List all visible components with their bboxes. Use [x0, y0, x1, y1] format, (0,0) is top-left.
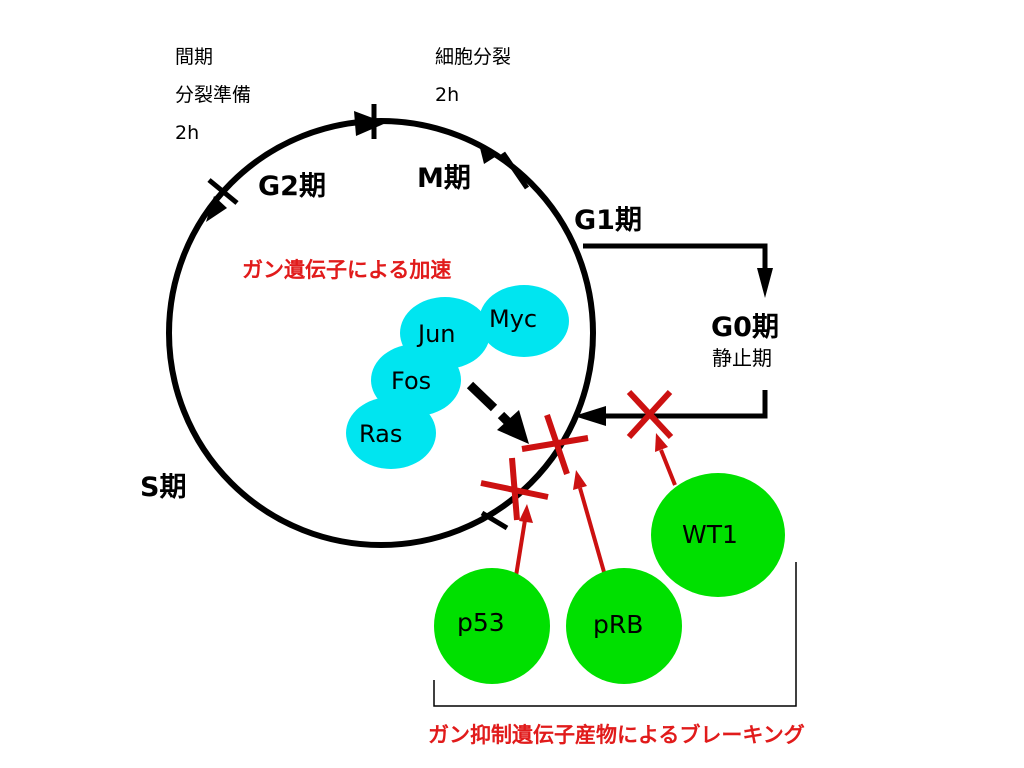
boundary-tick-s — [480, 510, 509, 531]
suppressor-bracket — [433, 562, 797, 707]
p53-arrow-line — [514, 519, 527, 577]
interphase-prep-label: 分裂準備 — [175, 84, 252, 106]
boundary-tick-g2 — [207, 178, 239, 205]
inhibit-x-center-b — [521, 435, 589, 452]
suppressor-circle-p53 — [434, 568, 550, 684]
suppressor-caption: ガン抑制遺伝子産物によるブレーキング — [428, 723, 805, 747]
phase-g0-label: G0期 — [711, 312, 779, 343]
oncogene-oval-ras — [346, 397, 436, 469]
phase-s-label: S期 — [140, 472, 187, 503]
oncogene-label-jun: Jun — [418, 320, 456, 348]
interphase-note: 間期 分裂準備 2h — [175, 38, 251, 152]
oncogene-oval-myc — [479, 285, 569, 357]
interphase-duration: 2h — [175, 122, 200, 144]
g0-return-line — [606, 390, 768, 419]
phase-m-label: M期 — [417, 163, 471, 194]
g0-exit-arrowhead — [757, 268, 773, 298]
oncogene-label-fos: Fos — [391, 367, 432, 395]
arrowhead-g2 — [206, 196, 227, 222]
oncogene-label-myc: Myc — [489, 305, 538, 333]
division-note: 細胞分裂 2h — [435, 38, 511, 114]
inhibit-x-right-b — [626, 389, 673, 440]
prb-arrowhead — [573, 470, 587, 490]
division-duration: 2h — [435, 84, 460, 106]
prb-arrow-line — [578, 487, 606, 573]
suppressor-label-p53: p53 — [457, 608, 505, 637]
arrowhead-top — [354, 111, 386, 136]
g0-exit-line — [583, 243, 768, 268]
p53-arrowhead — [519, 504, 533, 523]
phase-g2-label: G2期 — [258, 171, 326, 202]
interphase-label: 間期 — [175, 46, 214, 68]
oncogene-caption: ガン遺伝子による加速 — [242, 258, 452, 282]
wt1-arrowhead — [655, 433, 668, 452]
suppressor-label-wt1: WT1 — [682, 520, 738, 549]
suppressor-arrows — [514, 449, 677, 577]
inhibit-marks — [480, 389, 674, 521]
suppressor-circle-prb — [566, 568, 682, 684]
boundary-tick-m — [500, 151, 530, 190]
inhibit-x-left-b — [480, 480, 549, 500]
accel-arrowhead — [497, 410, 529, 444]
accel-dash-1 — [466, 381, 498, 412]
suppressor-label-prb: pRB — [593, 610, 644, 639]
suppressor-circle-wt1 — [651, 473, 785, 597]
oncogene-label-ras: Ras — [359, 420, 403, 448]
phase-g0-sublabel: 静止期 — [712, 346, 772, 370]
cell-cycle-circle — [166, 118, 596, 548]
g0-return-arrowhead — [574, 406, 606, 426]
wt1-arrow-line — [659, 449, 677, 486]
arrowhead-m — [480, 148, 495, 164]
phase-g1-label: G1期 — [574, 205, 642, 236]
division-label: 細胞分裂 — [435, 46, 512, 68]
